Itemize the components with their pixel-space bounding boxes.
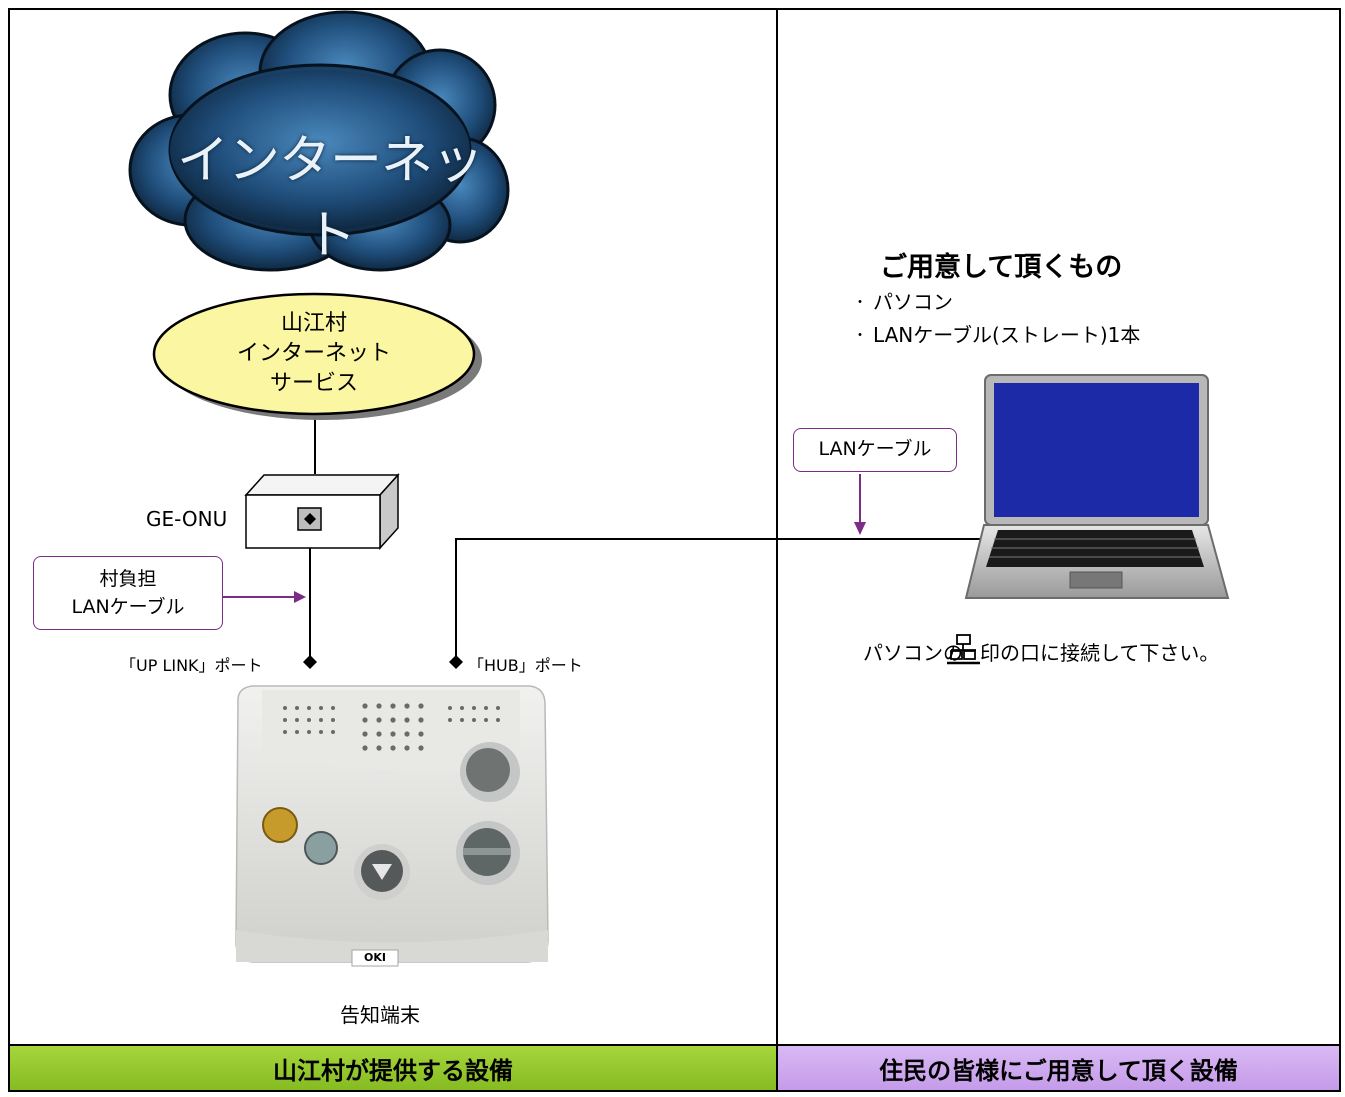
- terminal-brand: OKI: [364, 951, 386, 964]
- notification-terminal-icon: [235, 685, 549, 967]
- terminal-label: 告知端末: [340, 1003, 420, 1027]
- onu-device: [244, 473, 400, 550]
- onu-label: GE-ONU: [146, 507, 228, 531]
- village-cable-line-1: 村負担: [99, 568, 157, 590]
- prep-item: LANケーブル(ストレート)1本: [853, 319, 1140, 352]
- hub-cable-line: [455, 538, 990, 662]
- internet-label: インターネット: [176, 131, 484, 266]
- lan-cable-callout: LANケーブル: [793, 428, 957, 472]
- diagram-frame: [8, 8, 1341, 1092]
- service-label: 山江村 インターネット サービス: [214, 309, 414, 399]
- left-callout-arrow: [294, 591, 306, 603]
- village-cable-line-2: LANケーブル: [71, 596, 185, 618]
- internet-cloud-icon: [125, 10, 510, 304]
- footer-divider: [8, 1044, 1341, 1046]
- prep-title: ご用意して頂くもの: [880, 252, 1123, 283]
- footer-village-equipment: 山江村が提供する設備: [10, 1046, 776, 1090]
- uplink-port-marker: [303, 655, 317, 669]
- village-cable-callout: 村負担 LANケーブル: [33, 556, 223, 630]
- laptop-icon: [964, 374, 1230, 599]
- pc-note-after: 印の口に接続して下さい。: [980, 641, 1220, 665]
- service-line-1: 山江村: [280, 311, 347, 336]
- pc-note-before: パソコンの: [863, 641, 963, 665]
- prep-list: パソコン LANケーブル(ストレート)1本: [853, 286, 1140, 352]
- footer-resident-equipment: 住民の皆様にご用意して頂く設備: [778, 1046, 1339, 1090]
- uplink-port-label: 「UP LINK」ポート: [120, 656, 263, 675]
- service-line-3: サービス: [269, 371, 358, 396]
- lan-port-glyph-icon: [947, 634, 980, 665]
- service-line-2: インターネット: [236, 341, 391, 366]
- column-divider: [776, 8, 778, 1092]
- prep-item: パソコン: [853, 286, 1140, 319]
- hub-port-label: 「HUB」ポート: [468, 656, 583, 675]
- hub-port-marker: [449, 655, 463, 669]
- right-callout-arrow: [854, 522, 866, 535]
- service-ellipse: [152, 292, 482, 420]
